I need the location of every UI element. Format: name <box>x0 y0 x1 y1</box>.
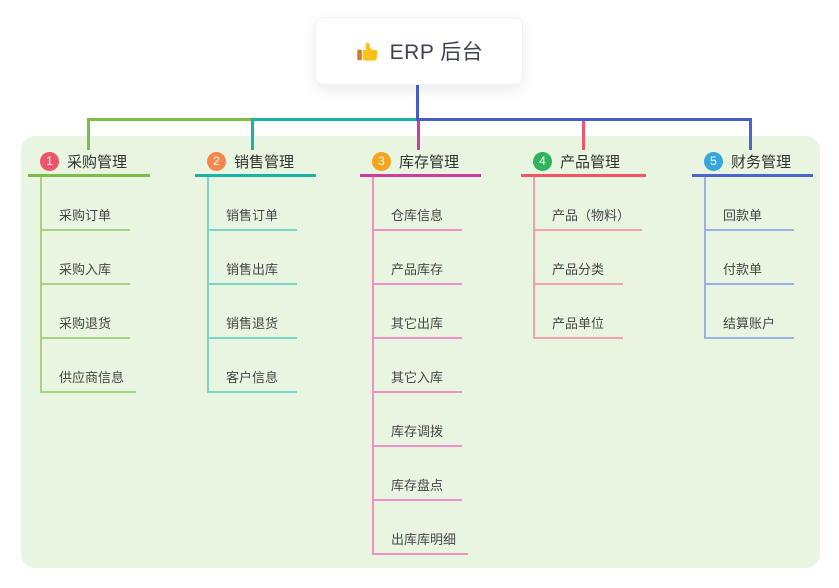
node-label: 产品库存 <box>391 262 444 277</box>
branch-children: 回款单付款单结算账户 <box>704 177 813 339</box>
branch-underline <box>360 174 481 177</box>
node-产品分类[interactable]: 产品分类 <box>535 231 623 285</box>
node-label: 付款单 <box>723 262 763 277</box>
branch-badge-3: 3 <box>372 151 391 171</box>
node-label: 供应商信息 <box>59 370 125 385</box>
branch-header-销售管理[interactable]: 2 销售管理 <box>195 148 316 174</box>
branch-财务管理: 5 财务管理回款单付款单结算账户 <box>692 148 813 339</box>
node-label: 其它出库 <box>391 316 444 331</box>
node-label: 回款单 <box>723 208 763 223</box>
node-产品库存[interactable]: 产品库存 <box>374 231 462 285</box>
node-label: 其它入库 <box>391 370 444 385</box>
branch-header-财务管理[interactable]: 5 财务管理 <box>692 148 813 174</box>
node-库存盘点[interactable]: 库存盘点 <box>374 447 462 501</box>
node-label: 产品（物料） <box>552 208 631 223</box>
node-label: 库存调拨 <box>391 424 444 439</box>
node-销售退货[interactable]: 销售退货 <box>209 285 297 339</box>
connector-drop-1 <box>87 119 90 150</box>
branch-children: 销售订单销售出库销售退货客户信息 <box>207 177 316 393</box>
branch-badge-5: 5 <box>704 151 723 171</box>
node-其它入库[interactable]: 其它入库 <box>374 339 462 393</box>
node-其它出库[interactable]: 其它出库 <box>374 285 462 339</box>
node-付款单[interactable]: 付款单 <box>706 231 794 285</box>
node-采购订单[interactable]: 采购订单 <box>42 177 130 231</box>
node-label: 仓库信息 <box>391 208 444 223</box>
branch-badge-1: 1 <box>40 151 59 171</box>
branch-underline <box>692 174 813 177</box>
branch-库存管理: 3 库存管理仓库信息产品库存其它出库其它入库库存调拨库存盘点出库库明细 <box>360 148 481 555</box>
branch-header-库存管理[interactable]: 3 库存管理 <box>360 148 481 174</box>
branch-children: 仓库信息产品库存其它出库其它入库库存调拨库存盘点出库库明细 <box>372 177 481 555</box>
branch-underline <box>28 174 150 177</box>
connector-h-right <box>418 118 752 121</box>
node-产品单位[interactable]: 产品单位 <box>535 285 623 339</box>
node-回款单[interactable]: 回款单 <box>706 177 794 231</box>
branch-label: 销售管理 <box>234 153 295 171</box>
connector-drop-4 <box>582 119 585 150</box>
connector-h-left-2 <box>251 118 419 121</box>
branch-underline <box>521 174 646 177</box>
branch-label: 库存管理 <box>399 153 460 171</box>
branch-children: 产品（物料） 产品分类产品单位 <box>533 177 646 339</box>
thumbs-up-icon <box>355 39 380 64</box>
connector-drop-3 <box>417 119 420 150</box>
node-label: 结算账户 <box>723 316 776 331</box>
node-label: 库存盘点 <box>391 478 444 493</box>
branches-panel <box>21 136 820 568</box>
branch-label: 产品管理 <box>560 153 621 171</box>
node-label: 产品分类 <box>552 262 605 277</box>
node-label: 采购订单 <box>59 208 112 223</box>
node-库存调拨[interactable]: 库存调拨 <box>374 393 462 447</box>
branch-header-产品管理[interactable]: 4 产品管理 <box>521 148 646 174</box>
branch-采购管理: 1 采购管理采购订单采购入库采购退货供应商信息 <box>28 148 150 393</box>
branch-badge-2: 2 <box>207 151 226 171</box>
node-label: 采购退货 <box>59 316 112 331</box>
node-label: 客户信息 <box>226 370 279 385</box>
branch-产品管理: 4 产品管理产品（物料） 产品分类产品单位 <box>521 148 646 339</box>
branch-underline <box>195 174 316 177</box>
connector-root-stem <box>416 84 419 121</box>
node-label: 出库库明细 <box>391 532 457 547</box>
node-客户信息[interactable]: 客户信息 <box>209 339 297 393</box>
branch-label: 财务管理 <box>731 153 792 171</box>
branch-badge-4: 4 <box>533 151 552 171</box>
node-label: 采购入库 <box>59 262 112 277</box>
node-结算账户[interactable]: 结算账户 <box>706 285 794 339</box>
node-采购入库[interactable]: 采购入库 <box>42 231 130 285</box>
node-出库库明细[interactable]: 出库库明细 <box>374 501 469 555</box>
node-产品（物料）[interactable]: 产品（物料） <box>535 177 643 231</box>
branch-label: 采购管理 <box>67 153 128 171</box>
root-label: ERP 后台 <box>389 41 484 64</box>
connector-drop-5 <box>749 119 752 150</box>
node-label: 销售订单 <box>226 208 279 223</box>
connector-drop-2 <box>251 119 254 150</box>
node-供应商信息[interactable]: 供应商信息 <box>42 339 137 393</box>
connector-h-left-1 <box>87 118 253 121</box>
node-仓库信息[interactable]: 仓库信息 <box>374 177 462 231</box>
node-销售订单[interactable]: 销售订单 <box>209 177 297 231</box>
node-采购退货[interactable]: 采购退货 <box>42 285 130 339</box>
branch-销售管理: 2 销售管理销售订单销售出库销售退货客户信息 <box>195 148 316 393</box>
root-node[interactable]: ERP 后台 <box>315 17 523 85</box>
branch-header-采购管理[interactable]: 1 采购管理 <box>28 148 150 174</box>
node-销售出库[interactable]: 销售出库 <box>209 231 297 285</box>
node-label: 产品单位 <box>552 316 605 331</box>
node-label: 销售退货 <box>226 316 279 331</box>
node-label: 销售出库 <box>226 262 279 277</box>
branch-children: 采购订单采购入库采购退货供应商信息 <box>40 177 150 393</box>
